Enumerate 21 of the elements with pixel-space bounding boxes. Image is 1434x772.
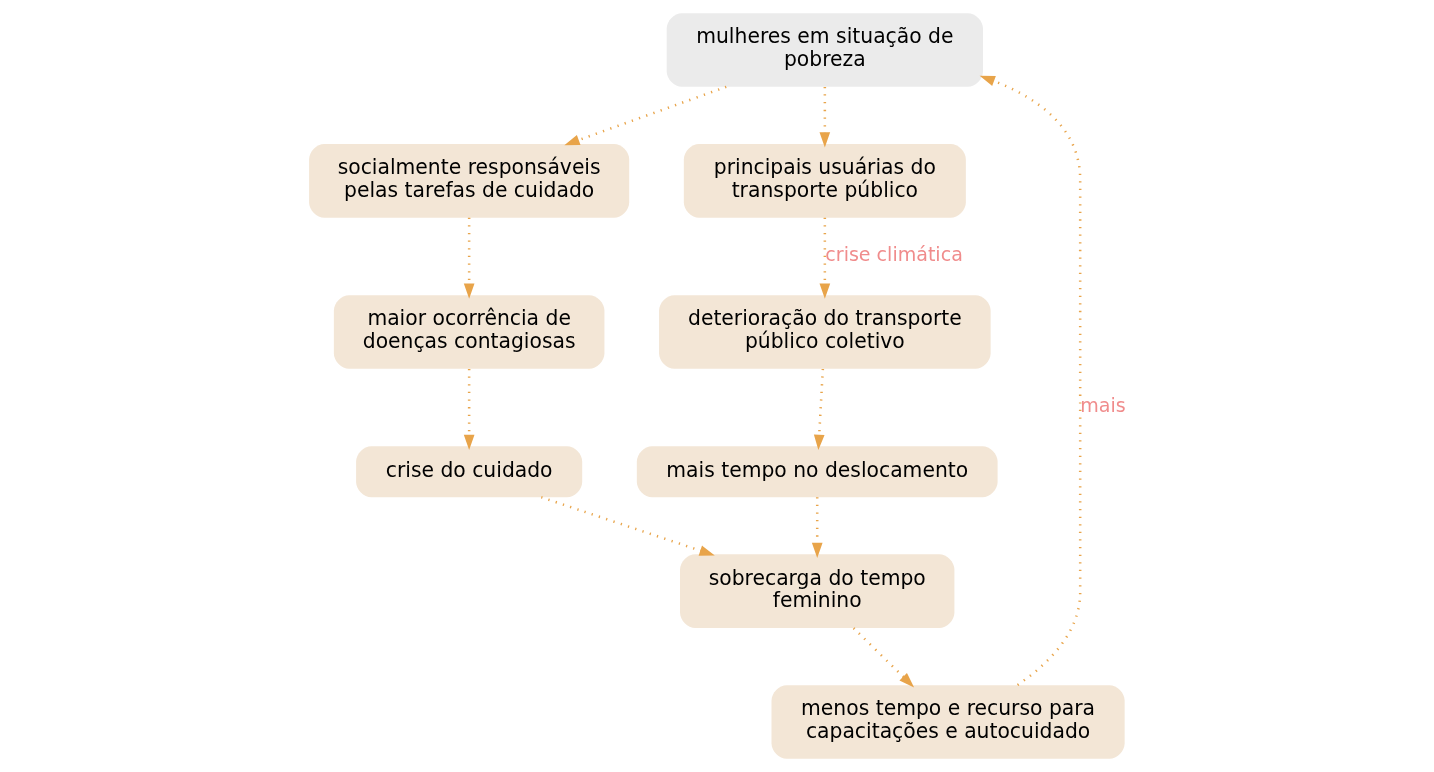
node-box: principais usuárias do transporte público <box>683 144 966 218</box>
arrow <box>979 75 1081 686</box>
edge-label: crise climática <box>824 242 963 265</box>
node-box: deterioração do transporte público coletivo <box>658 295 991 369</box>
node-box: crise do cuidado <box>355 446 582 498</box>
edge-label: mais <box>1079 394 1126 417</box>
arrow <box>819 217 830 299</box>
arrow <box>811 497 823 558</box>
arrow <box>463 217 474 299</box>
node-box: sobrecarga do tempo feminino <box>679 554 954 628</box>
arrow <box>819 87 830 148</box>
node-box: maior ocorrência de doenças contagiosas <box>333 295 604 369</box>
arrow <box>852 627 914 688</box>
node-box: socialmente responsáveis pelas tarefas de cuidado <box>308 144 629 218</box>
arrow <box>463 368 474 451</box>
node-box: menos tempo e recurso para capacitações e autocuidado <box>771 685 1125 759</box>
node-box: mulheres em situação de pobreza <box>666 13 983 87</box>
arrow <box>540 496 715 556</box>
arrow <box>563 85 727 146</box>
arrow <box>813 368 825 451</box>
node-box: mais tempo no deslocamento <box>636 446 998 498</box>
